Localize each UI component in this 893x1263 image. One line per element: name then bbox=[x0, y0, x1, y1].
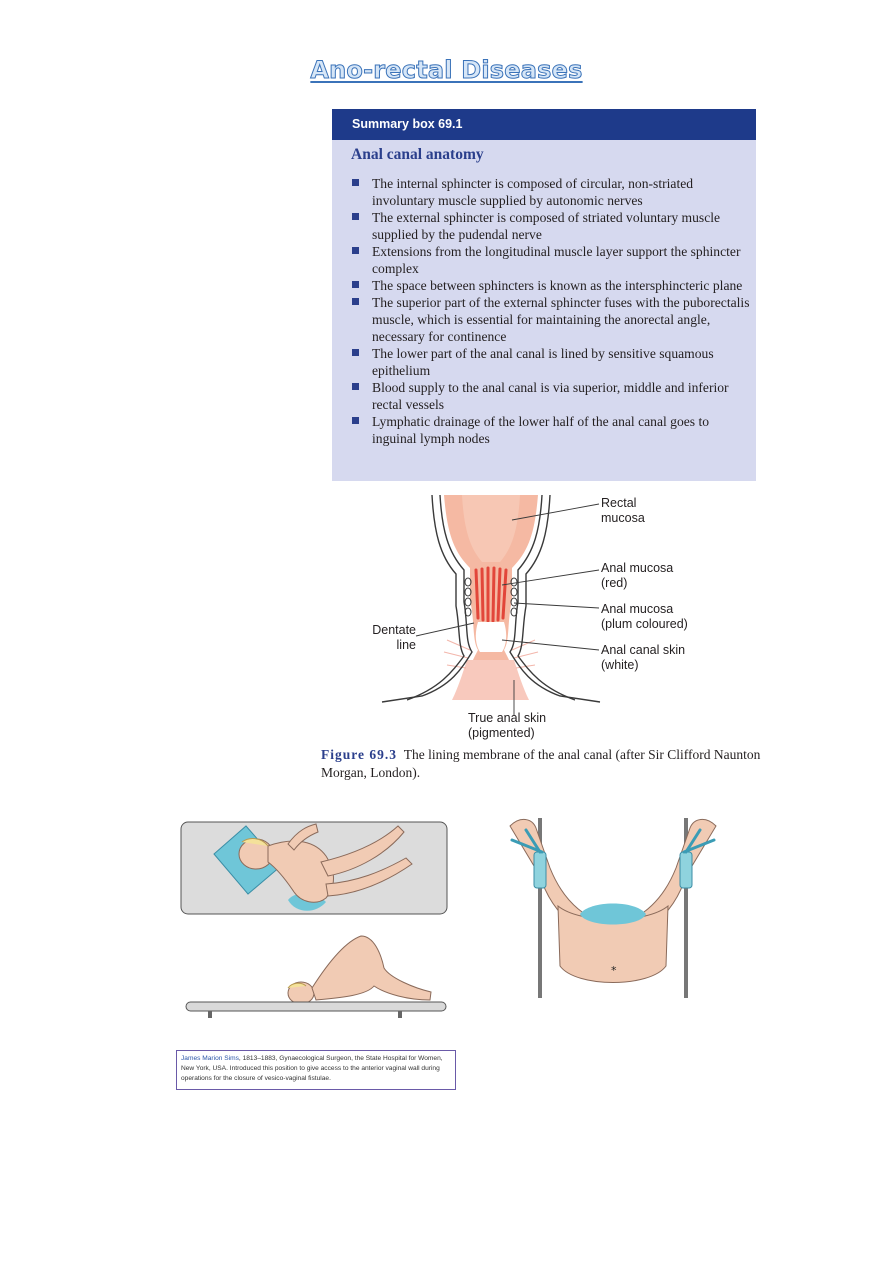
anal-canal-illustration bbox=[381, 494, 601, 715]
list-item: The space between sphincters is known as… bbox=[351, 277, 751, 294]
square-bullet-icon bbox=[352, 213, 359, 220]
label-anal-mucosa-plum: Anal mucosa(plum coloured) bbox=[601, 602, 688, 631]
sims-position-illustration bbox=[176, 806, 456, 1018]
list-item: Extensions from the longitudinal muscle … bbox=[351, 243, 751, 277]
square-bullet-icon bbox=[352, 417, 359, 424]
square-bullet-icon bbox=[352, 247, 359, 254]
lithotomy-position-illustration: * bbox=[490, 806, 740, 1001]
label-anal-canal-skin: Anal canal skin(white) bbox=[601, 643, 686, 672]
label-anal-mucosa-red: Anal mucosa(red) bbox=[601, 561, 674, 590]
figure-caption-text: The lining membrane of the anal canal (a… bbox=[321, 747, 761, 780]
sims-footnote: James Marion Sims, 1813–1883, Gynaecolog… bbox=[176, 1050, 456, 1090]
lithotomy-position-drawing: * bbox=[509, 818, 717, 998]
list-item: Lymphatic drainage of the lower half of … bbox=[351, 413, 751, 447]
square-bullet-icon bbox=[352, 349, 359, 356]
summary-box-header: Summary box 69.1 bbox=[332, 109, 756, 140]
square-bullet-icon bbox=[352, 179, 359, 186]
page-title: Ano-rectal Diseases bbox=[310, 56, 583, 85]
summary-list: The internal sphincter is composed of ci… bbox=[351, 175, 751, 447]
list-item: The internal sphincter is composed of ci… bbox=[351, 175, 751, 209]
summary-box: Summary box 69.1 Anal canal anatomy The … bbox=[332, 109, 756, 481]
list-item: The superior part of the external sphinc… bbox=[351, 294, 751, 345]
square-bullet-icon bbox=[352, 281, 359, 288]
list-item: The external sphincter is composed of st… bbox=[351, 209, 751, 243]
label-true-anal-skin: True anal skin(pigmented) bbox=[468, 711, 547, 740]
sims-position-drawing bbox=[180, 821, 448, 1018]
list-item: Blood supply to the anal canal is via su… bbox=[351, 379, 751, 413]
square-bullet-icon bbox=[352, 298, 359, 305]
square-bullet-icon bbox=[352, 383, 359, 390]
list-item: The lower part of the anal canal is line… bbox=[351, 345, 751, 379]
sims-name: James Marion Sims bbox=[181, 1055, 239, 1062]
sims-note-text: , 1813–1883, Gynaecological Surgeon, the… bbox=[181, 1055, 443, 1082]
summary-box-title: Anal canal anatomy bbox=[351, 146, 484, 163]
figure-caption: Figure 69.3 The lining membrane of the a… bbox=[321, 746, 761, 782]
figure-number: Figure 69.3 bbox=[321, 747, 397, 762]
lithotomy-marker: * bbox=[611, 964, 617, 977]
